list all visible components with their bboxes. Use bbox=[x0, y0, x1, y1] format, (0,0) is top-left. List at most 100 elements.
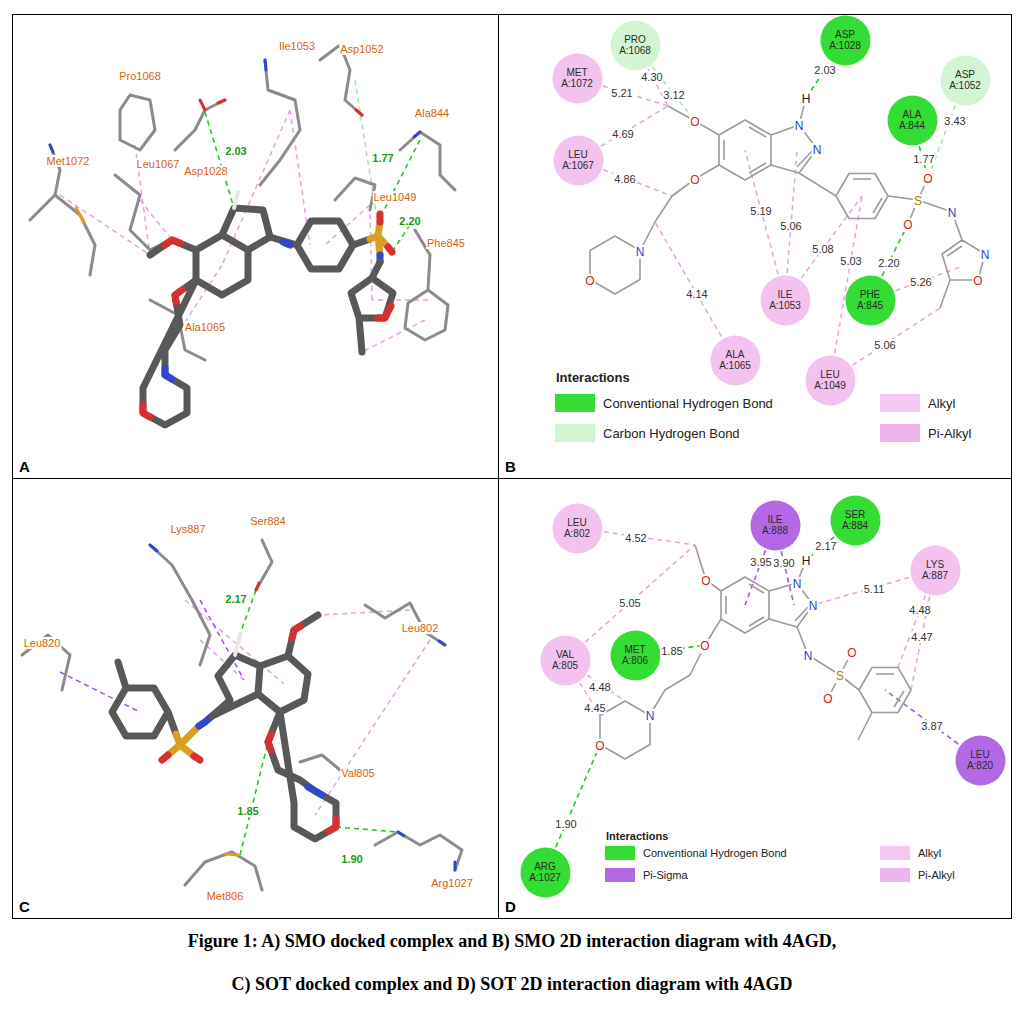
label-anchor: O bbox=[700, 571, 711, 589]
residue-stick bbox=[300, 755, 340, 770]
label-anchor: 2.20 bbox=[877, 253, 900, 271]
residue-stick bbox=[375, 832, 462, 870]
residue-label: Ala844 bbox=[414, 107, 450, 119]
legend-heading: Interactions bbox=[555, 370, 631, 385]
residue-name: ARG A:1027 bbox=[525, 861, 565, 884]
atom-label: N bbox=[794, 119, 805, 133]
atom-label: N bbox=[812, 143, 823, 157]
panel-letter: B bbox=[505, 458, 516, 475]
label-anchor: N bbox=[792, 574, 803, 592]
residue-name: LEU A:802 bbox=[557, 517, 597, 540]
residue-circle-fill bbox=[552, 53, 602, 103]
label-anchor: 5.21 bbox=[610, 83, 633, 101]
label-anchor: 5.08 bbox=[811, 239, 834, 257]
docked-complex-a bbox=[30, 45, 455, 425]
residue-name: ASP A:1028 bbox=[825, 29, 865, 52]
label-anchor: Interactions bbox=[605, 826, 669, 844]
distance-label: 1.85 bbox=[660, 645, 683, 657]
distance-label: 1.90 bbox=[340, 853, 363, 865]
legend-row: Carbon Hydrogen Bond bbox=[555, 424, 740, 442]
ligand-stick bbox=[234, 192, 238, 208]
interaction-line bbox=[372, 299, 428, 301]
residue-label: Pro1068 bbox=[118, 70, 162, 82]
label-anchor: H bbox=[801, 89, 812, 107]
legend-row: Pi-Alkyl bbox=[880, 868, 955, 882]
residue-stick bbox=[200, 100, 225, 110]
label-anchor: Asp1052 bbox=[339, 39, 384, 57]
distance-label: 5.19 bbox=[749, 205, 772, 217]
distance-label: 3.95 bbox=[749, 556, 772, 568]
atom-label: O bbox=[700, 574, 711, 588]
label-anchor: 4.69 bbox=[611, 124, 634, 142]
residue-name: VAL A:805 bbox=[545, 649, 585, 672]
residue-label: Ile1053 bbox=[278, 40, 316, 52]
residue-stick bbox=[150, 545, 157, 551]
atom-label: O bbox=[584, 274, 595, 288]
distance-label: 4.45 bbox=[583, 702, 606, 714]
atom-label: N bbox=[947, 206, 958, 220]
label-anchor: Interactions bbox=[555, 368, 631, 386]
label-anchor: Ser884 bbox=[249, 511, 286, 529]
ligand-bond bbox=[600, 701, 650, 759]
distance-label: 3.43 bbox=[943, 115, 966, 127]
residue-circle: MET A:806 bbox=[610, 630, 661, 681]
label-anchor: Met1072 bbox=[46, 151, 91, 169]
label-anchor: 3.43 bbox=[943, 111, 966, 129]
distance-label: 4.14 bbox=[685, 288, 708, 300]
atom-label: O bbox=[699, 639, 710, 653]
residue-name: LEU A:1067 bbox=[558, 149, 598, 172]
ligand-stick bbox=[112, 662, 168, 736]
interaction-line bbox=[140, 200, 172, 240]
atom-label: N bbox=[635, 245, 646, 259]
distance-label: 1.85 bbox=[236, 805, 259, 817]
interaction-line bbox=[370, 205, 372, 300]
distance-label: 2.03 bbox=[813, 64, 836, 76]
residue-label: Met1072 bbox=[46, 155, 91, 167]
residue-circle: LYS A:887 bbox=[910, 545, 961, 596]
docked-complex-c bbox=[22, 540, 462, 890]
residue-stick bbox=[22, 635, 70, 690]
atom-label: N bbox=[645, 709, 656, 723]
residue-name: MET A:806 bbox=[615, 644, 655, 667]
label-anchor: Asp1028 bbox=[183, 161, 228, 179]
residue-label: Asp1028 bbox=[183, 165, 228, 177]
residue-circle-fill bbox=[750, 500, 800, 550]
legend-text: Conventional Hydrogen Bond bbox=[603, 396, 773, 411]
residue-name: PHE A:845 bbox=[850, 289, 890, 312]
distance-label: 4.69 bbox=[611, 128, 634, 140]
residue-name: ASP A:1052 bbox=[945, 69, 985, 92]
ligand-bond bbox=[940, 240, 985, 308]
residue-stick bbox=[30, 145, 95, 275]
label-anchor: 5.19 bbox=[749, 201, 772, 219]
legend-row: Conventional Hydrogen Bond bbox=[555, 394, 773, 412]
pi-sigma-line bbox=[60, 672, 140, 712]
ligand-stick bbox=[196, 235, 248, 295]
label-anchor: O bbox=[689, 170, 700, 188]
label-anchor: 3.90 bbox=[772, 553, 795, 571]
label-anchor: 1.85 bbox=[236, 801, 259, 819]
residue-stick bbox=[256, 583, 259, 590]
residue-label: Val805 bbox=[340, 767, 375, 779]
ligand-stick bbox=[165, 368, 172, 379]
label-anchor: 1.77 bbox=[912, 149, 935, 167]
residue-label: Leu1067 bbox=[136, 158, 181, 170]
ligand-stick bbox=[270, 237, 297, 245]
distance-label: 2.20 bbox=[398, 215, 421, 227]
label-anchor: S bbox=[835, 666, 845, 684]
atom-label: H bbox=[801, 554, 812, 568]
residue-circle-fill bbox=[610, 630, 660, 680]
residue-circle-fill bbox=[540, 635, 590, 685]
residue-stick bbox=[120, 95, 155, 150]
residue-label: Leu802 bbox=[401, 622, 440, 634]
legend-swatch bbox=[880, 846, 910, 860]
distance-label: 3.12 bbox=[662, 89, 685, 101]
label-anchor: 4.47 bbox=[910, 627, 933, 645]
residue-circle: ALA A:1065 bbox=[710, 335, 761, 386]
residue-circle: SER A:884 bbox=[830, 495, 881, 546]
residue-label: Leu1049 bbox=[373, 191, 418, 203]
residue-stick bbox=[150, 545, 210, 665]
residue-circle-fill bbox=[553, 135, 603, 185]
distance-label: 2.20 bbox=[877, 257, 900, 269]
distance-label: 1.77 bbox=[371, 152, 394, 164]
residue-circle-fill bbox=[520, 847, 570, 897]
